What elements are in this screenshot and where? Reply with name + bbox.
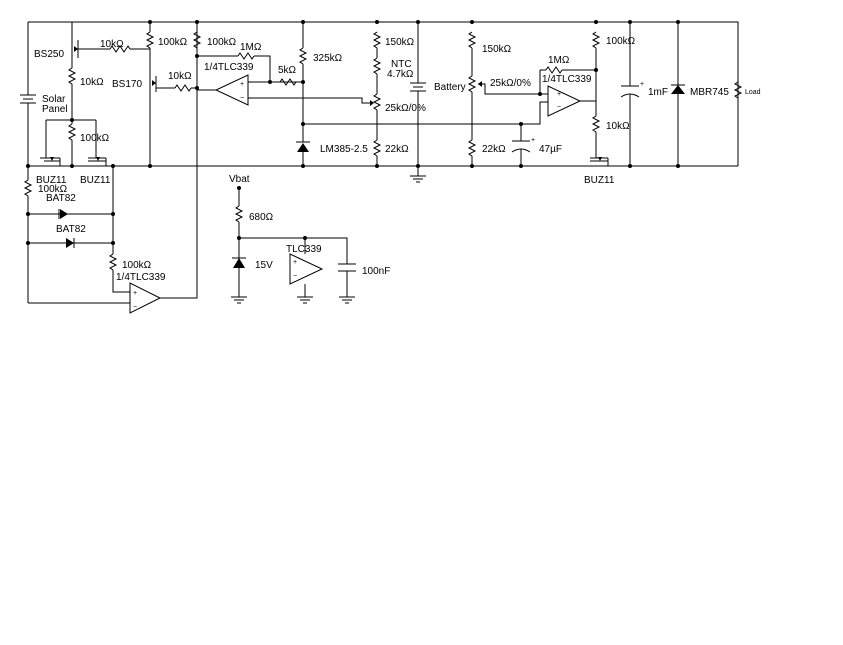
- r-325k-label: 325kΩ: [313, 53, 343, 64]
- buz11-left: BUZ11: [36, 152, 67, 186]
- r-10k-left-label: 10kΩ: [80, 77, 104, 88]
- bs170-mosfet: BS170: [112, 72, 175, 168]
- mbr745-label: MBR745: [690, 87, 729, 98]
- r-22k-a-label: 22kΩ: [385, 144, 409, 155]
- resistor-10k-bs170: 10kΩ: [168, 71, 199, 92]
- load: Load: [733, 81, 761, 99]
- tlc339-c-label: 1/4TLC339: [116, 272, 166, 283]
- load-label: Load: [745, 89, 761, 96]
- battery-label: Battery: [434, 82, 466, 93]
- svg-text:+: +: [293, 259, 297, 266]
- resistor-10k-right: 10kΩ: [591, 115, 630, 154]
- lm385-reference: LM385-2.5: [296, 141, 368, 168]
- buz11-a-label: BUZ11: [36, 175, 67, 186]
- tlc339-a-label: 1/4TLC339: [204, 62, 254, 73]
- svg-text:+: +: [240, 81, 244, 88]
- capacitor-1mf: + 1mF: [620, 20, 668, 168]
- svg-text:+: +: [133, 290, 137, 297]
- battery: Battery: [410, 20, 466, 183]
- svg-text:−: −: [293, 273, 297, 280]
- r-680-label: 680Ω: [249, 212, 274, 223]
- vbat-label: Vbat: [229, 174, 250, 185]
- battery-divider: 150kΩ 25kΩ/0% 22kΩ: [467, 20, 548, 168]
- ref-line: [303, 101, 548, 125]
- mbr745-diode: MBR745: [671, 20, 729, 168]
- pot-a-wiper-line: [348, 97, 370, 104]
- gate-network: 100kΩ: [45, 110, 110, 168]
- comparator-b: + − 1MΩ 1/4TLC339: [538, 55, 598, 117]
- r-100k-a-label: 100kΩ: [158, 37, 188, 48]
- c-100n-label: 100nF: [362, 266, 390, 277]
- lm385-label: LM385-2.5: [320, 144, 368, 155]
- bs250-label: BS250: [34, 49, 64, 60]
- svg-text:+: +: [557, 91, 561, 98]
- z-15v-label: 15V: [255, 260, 273, 271]
- resistor-100k-c: 100kΩ: [591, 20, 636, 116]
- comparator-c: + − 1/4TLC339: [28, 22, 198, 314]
- r-5k-label: 5kΩ: [278, 65, 297, 76]
- resistor-10k-top: 10kΩ: [100, 39, 150, 53]
- ntc-val-label: 4.7kΩ: [387, 69, 414, 80]
- resistor-100k-a: 100kΩ: [145, 20, 188, 72]
- panel-label: Panel: [42, 104, 68, 115]
- solar-panel: Solar Panel: [20, 94, 68, 115]
- ntc-label: NTC: [391, 59, 412, 70]
- resistor-10k-left: 10kΩ: [67, 67, 104, 110]
- bs170-label: BS170: [112, 79, 142, 90]
- r-1m-b-label: 1MΩ: [548, 55, 570, 66]
- capacitor-47uf: + 47µF: [511, 122, 562, 168]
- supply-subcircuit: Vbat 680Ω 15V + − TLC339 100nF: [229, 174, 390, 304]
- r-100k-c-label: 100kΩ: [606, 36, 636, 47]
- c-1mf-label: 1mF: [648, 87, 668, 98]
- resistor-5k: 5kΩ: [278, 65, 297, 86]
- bat82-diodes: BAT82 BAT82: [26, 166, 115, 254]
- resistor-100k-b: 100kΩ: [192, 20, 237, 58]
- pot-b-label: 25kΩ/0%: [490, 78, 531, 89]
- bs250-mosfet: BS250: [34, 22, 100, 68]
- r-10k-right-label: 10kΩ: [606, 121, 630, 132]
- r-10k-top-label: 10kΩ: [100, 39, 124, 50]
- ntc-divider: 150kΩ NTC 4.7kΩ 25kΩ/0% 22kΩ: [370, 20, 426, 168]
- r-10k-bs170-label: 10kΩ: [168, 71, 192, 82]
- r-100k-e-label: 100kΩ: [38, 184, 68, 195]
- svg-text:+: +: [640, 81, 644, 88]
- pot-a-label: 25kΩ/0%: [385, 103, 426, 114]
- r-22k-b-label: 22kΩ: [482, 144, 506, 155]
- bat82-a-label: BAT82: [46, 193, 76, 204]
- buz11-c-label: BUZ11: [584, 175, 615, 186]
- r-1m-a-label: 1MΩ: [240, 42, 262, 53]
- r-100k-d-label: 100kΩ: [80, 133, 110, 144]
- buz11-b-label: BUZ11: [80, 175, 111, 186]
- resistor-325k: 325kΩ: [298, 20, 343, 142]
- resistor-100k-f: 100kΩ: [108, 253, 152, 293]
- solar-label: Solar: [42, 94, 66, 105]
- tlc339-b-label: 1/4TLC339: [542, 74, 592, 85]
- svg-text:+: +: [531, 137, 535, 144]
- buz11-right: BUZ11: [584, 154, 615, 186]
- svg-text:−: −: [133, 304, 137, 311]
- r-150k-b-label: 150kΩ: [482, 44, 512, 55]
- comparator-a: + − 1/4TLC339: [197, 62, 362, 106]
- c-47u-label: 47µF: [539, 144, 562, 155]
- r-100k-b-label: 100kΩ: [207, 37, 237, 48]
- top-rail: [27, 21, 739, 166]
- svg-text:−: −: [240, 95, 244, 102]
- r-150k-a-label: 150kΩ: [385, 37, 415, 48]
- resistor-1m-a: 1MΩ: [197, 42, 271, 82]
- tlc339-d-label: TLC339: [286, 244, 322, 255]
- r-100k-f-label: 100kΩ: [122, 260, 152, 271]
- bat82-b-label: BAT82: [56, 224, 86, 235]
- svg-text:−: −: [557, 104, 561, 111]
- buz11-mid: BUZ11: [80, 152, 111, 186]
